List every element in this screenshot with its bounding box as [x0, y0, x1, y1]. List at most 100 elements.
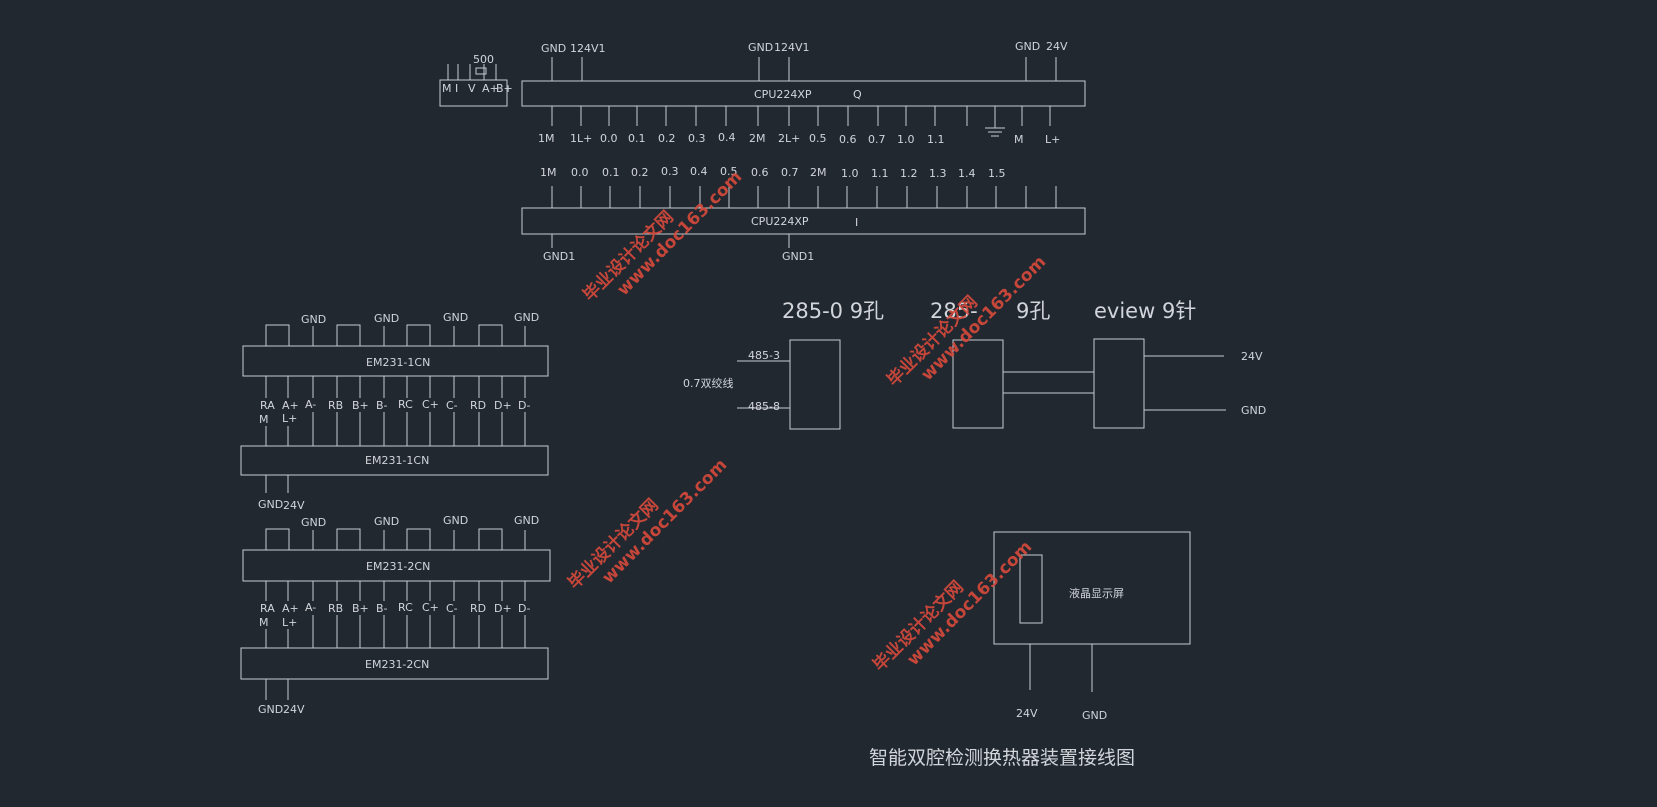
small-block-term: M [442, 82, 452, 95]
watermark: 毕业设计论文网 www.doc163.com [869, 537, 1036, 675]
plc-q-label: CPU224XP [754, 88, 812, 101]
watermark-url: www.doc163.com [903, 537, 1036, 670]
plc-q-top-term: 124V1 [774, 41, 810, 54]
plc-q-term: 2L+ [778, 132, 800, 145]
em2-pin: A- [305, 601, 316, 614]
small-block-term: B+ [496, 82, 513, 95]
plc-q-term: 1L+ [570, 132, 592, 145]
plc-i-term: 0.5 [720, 165, 738, 178]
em1-pin: C+ [422, 398, 439, 411]
watermark-url: www.doc163.com [613, 167, 746, 300]
em1-pin: RB [328, 399, 343, 412]
plc-output-module: CPU224XP Q GND 124V1 GND 124V1 GND 24V [521, 40, 1086, 146]
plc-q-term: 2M [749, 132, 766, 145]
em2-pin: D+ [494, 602, 512, 615]
plc-q-term: 1M [538, 132, 555, 145]
plc-i-term: 1.5 [988, 167, 1006, 180]
cable-note: 0.7双绞线 [683, 376, 734, 390]
small-block-value: 500 [473, 53, 494, 66]
em2-pin: B+ [352, 602, 369, 615]
plc-q-term: 0.0 [600, 132, 618, 145]
plc-q-term: 0.4 [718, 131, 736, 144]
em1-pin: L+ [282, 412, 297, 425]
em2-pin: A+ [282, 602, 299, 615]
em1-gnd-label: GND [443, 311, 468, 324]
plc-input-module: CPU224XP I 1M 0.0 0.1 0.2 0.3 0.4 0.5 0.… [521, 165, 1086, 263]
plc-i-term: 1.3 [929, 167, 947, 180]
port-285-1-label: 285- [930, 299, 978, 323]
em2-pin: RD [470, 602, 486, 615]
plc-q-top-term: GND [748, 41, 773, 54]
plc-i-term: 0.2 [631, 166, 649, 179]
em1-pin: B- [376, 399, 388, 412]
port-285-0-label: 285-0 9孔 [782, 299, 884, 323]
em1-gnd-label: GND [514, 311, 539, 324]
em2-gnd-label: GND [443, 514, 468, 527]
em2-pin: L+ [282, 616, 297, 629]
diagram-title: 智能双腔检测换热器装置接线图 [869, 747, 1135, 769]
em2-power: GND [258, 703, 283, 716]
em1-label-bottom: EM231-1CN [365, 454, 429, 467]
em2-pin: RA [260, 602, 275, 615]
plc-i-term: 1.1 [871, 167, 889, 180]
em2-label-bottom: EM231-2CN [365, 658, 429, 671]
em1-label-top: EM231-1CN [366, 356, 430, 369]
lcd-24v: 24V [1016, 707, 1038, 720]
em231-2cn-module: EM231-2CN GND GND GND GND RA A+ A- RB B+… [240, 514, 551, 716]
plc-i-term: 1M [540, 166, 557, 179]
port-285-1-suffix: 9孔 [1016, 299, 1050, 323]
plc-i-term: 0.1 [602, 166, 620, 179]
em1-pin: B+ [352, 399, 369, 412]
em1-power: 24V [283, 499, 305, 512]
em1-pin: RD [470, 399, 486, 412]
em2-pin: B- [376, 602, 388, 615]
plc-q-term: 1.0 [897, 133, 915, 146]
plc-i-term: 0.6 [751, 166, 769, 179]
em2-label-top: EM231-2CN [366, 560, 430, 573]
plc-i-gnd: GND1 [543, 250, 575, 263]
em2-pin: M [259, 616, 269, 629]
watermark: 毕业设计论文网 www.doc163.com [564, 455, 731, 593]
em1-pin: D- [518, 399, 530, 412]
eview-port-label: eview 9针 [1094, 299, 1196, 323]
em2-power: 24V [283, 703, 305, 716]
plc-i-term: 1.4 [958, 167, 976, 180]
em2-gnd-label: GND [374, 515, 399, 528]
em1-pin: A+ [282, 399, 299, 412]
em1-power: GND [258, 498, 283, 511]
plc-i-term: 0.4 [690, 165, 708, 178]
em1-pin: RA [260, 399, 275, 412]
small-terminal-block: 500 M I V A+ B+ [439, 53, 513, 107]
em1-gnd-label: GND [374, 312, 399, 325]
plc-q-term: 1.1 [927, 133, 945, 146]
plc-i-gnd: GND1 [782, 250, 814, 263]
plc-q-top-term: GND [1015, 40, 1040, 53]
pin-485-8: 485-8 [748, 400, 780, 413]
eview-24v: 24V [1241, 350, 1263, 363]
em1-pin: A- [305, 398, 316, 411]
plc-i-suffix: I [855, 216, 858, 229]
small-block-term: A+ [482, 82, 499, 95]
plc-i-term: 0.3 [661, 165, 679, 178]
em1-pin: RC [398, 398, 413, 411]
plc-q-term: 0.6 [839, 133, 857, 146]
em1-pin: M [259, 413, 269, 426]
em2-pin: RC [398, 601, 413, 614]
lcd-display-block: 液晶显示屏 24V GND [993, 531, 1191, 722]
em231-1cn-module: EM231-1CN GND GND GND GND RA A+ A- RB B+ [240, 311, 549, 512]
em2-pin: D- [518, 602, 530, 615]
em1-pin: D+ [494, 399, 512, 412]
plc-q-term: 0.2 [658, 132, 676, 145]
em2-gnd-label: GND [301, 516, 326, 529]
plc-q-term: 0.3 [688, 132, 706, 145]
plc-q-term: 0.5 [809, 132, 827, 145]
plc-q-top-term: 24V [1046, 40, 1068, 53]
lcd-gnd: GND [1082, 709, 1107, 722]
lcd-label: 液晶显示屏 [1069, 586, 1124, 600]
plc-i-term: 0.0 [571, 166, 589, 179]
plc-q-term: 0.1 [628, 132, 646, 145]
plc-q-suffix: Q [853, 88, 862, 101]
plc-q-top-term: 124V1 [570, 42, 606, 55]
